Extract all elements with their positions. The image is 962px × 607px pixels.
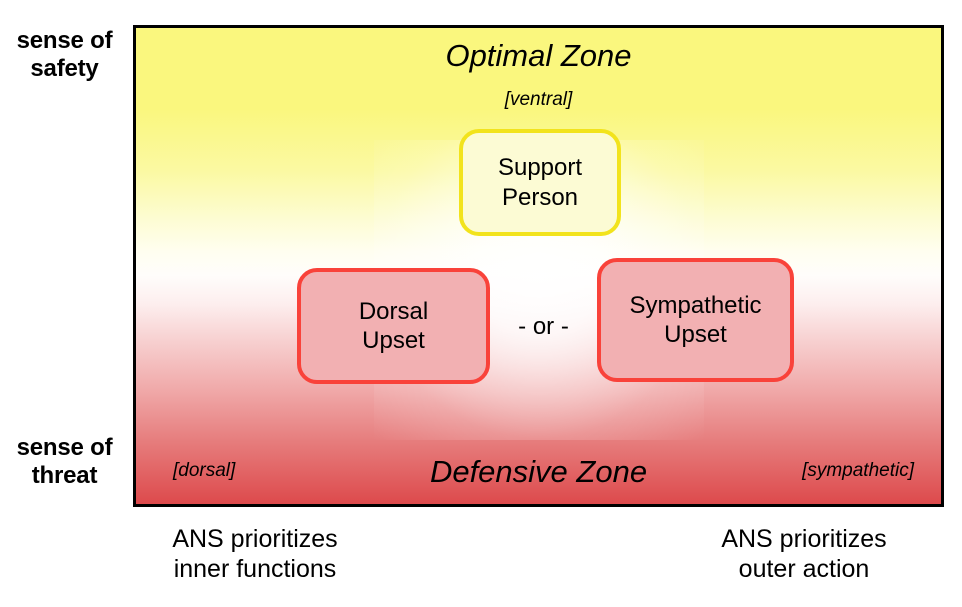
caption-outer-action: ANS prioritizes outer action [649,524,959,584]
axis-label-safety-line1: sense of [16,27,113,54]
node-sympathetic-upset[interactable]: Sympathetic Upset [597,258,794,382]
axis-label-threat-line2: threat [31,462,98,490]
axis-label-safety-line2: safety [30,55,99,83]
optimal-zone-title: Optimal Zone [445,38,632,73]
caption-outer-action-line1: ANS prioritizes [721,525,887,553]
node-support-person[interactable]: Support Person [459,129,621,236]
axis-label-safety: sense of safety [2,27,127,84]
or-separator-label: - or - [518,313,569,340]
defensive-zone-subtitle-dorsal: [dorsal] [173,460,236,481]
caption-outer-action-line2: outer action [738,555,870,583]
defensive-zone-title: Defensive Zone [429,454,648,489]
caption-inner-functions-line2: inner functions [173,555,337,583]
axis-label-threat: sense of threat [2,434,127,491]
axis-label-threat-line1: sense of [16,434,113,461]
node-support-person-line2: Person [501,183,579,211]
optimal-zone-subtitle-ventral: [ventral] [504,89,573,110]
defensive-zone-subtitle-sympathetic: [sympathetic] [802,460,914,481]
node-sympathetic-upset-line1: Sympathetic [629,291,762,319]
node-dorsal-upset[interactable]: Dorsal Upset [297,268,490,384]
node-dorsal-upset-line1: Dorsal [358,297,429,325]
node-dorsal-upset-line2: Upset [362,327,425,354]
caption-inner-functions: ANS prioritizes inner functions [100,524,410,584]
caption-inner-functions-line1: ANS prioritizes [172,525,338,553]
node-support-person-line1: Support [497,154,583,182]
node-sympathetic-upset-line2: Upset [664,321,727,348]
zone-diagram-frame: Optimal Zone [ventral] Support Person Do… [133,25,944,507]
